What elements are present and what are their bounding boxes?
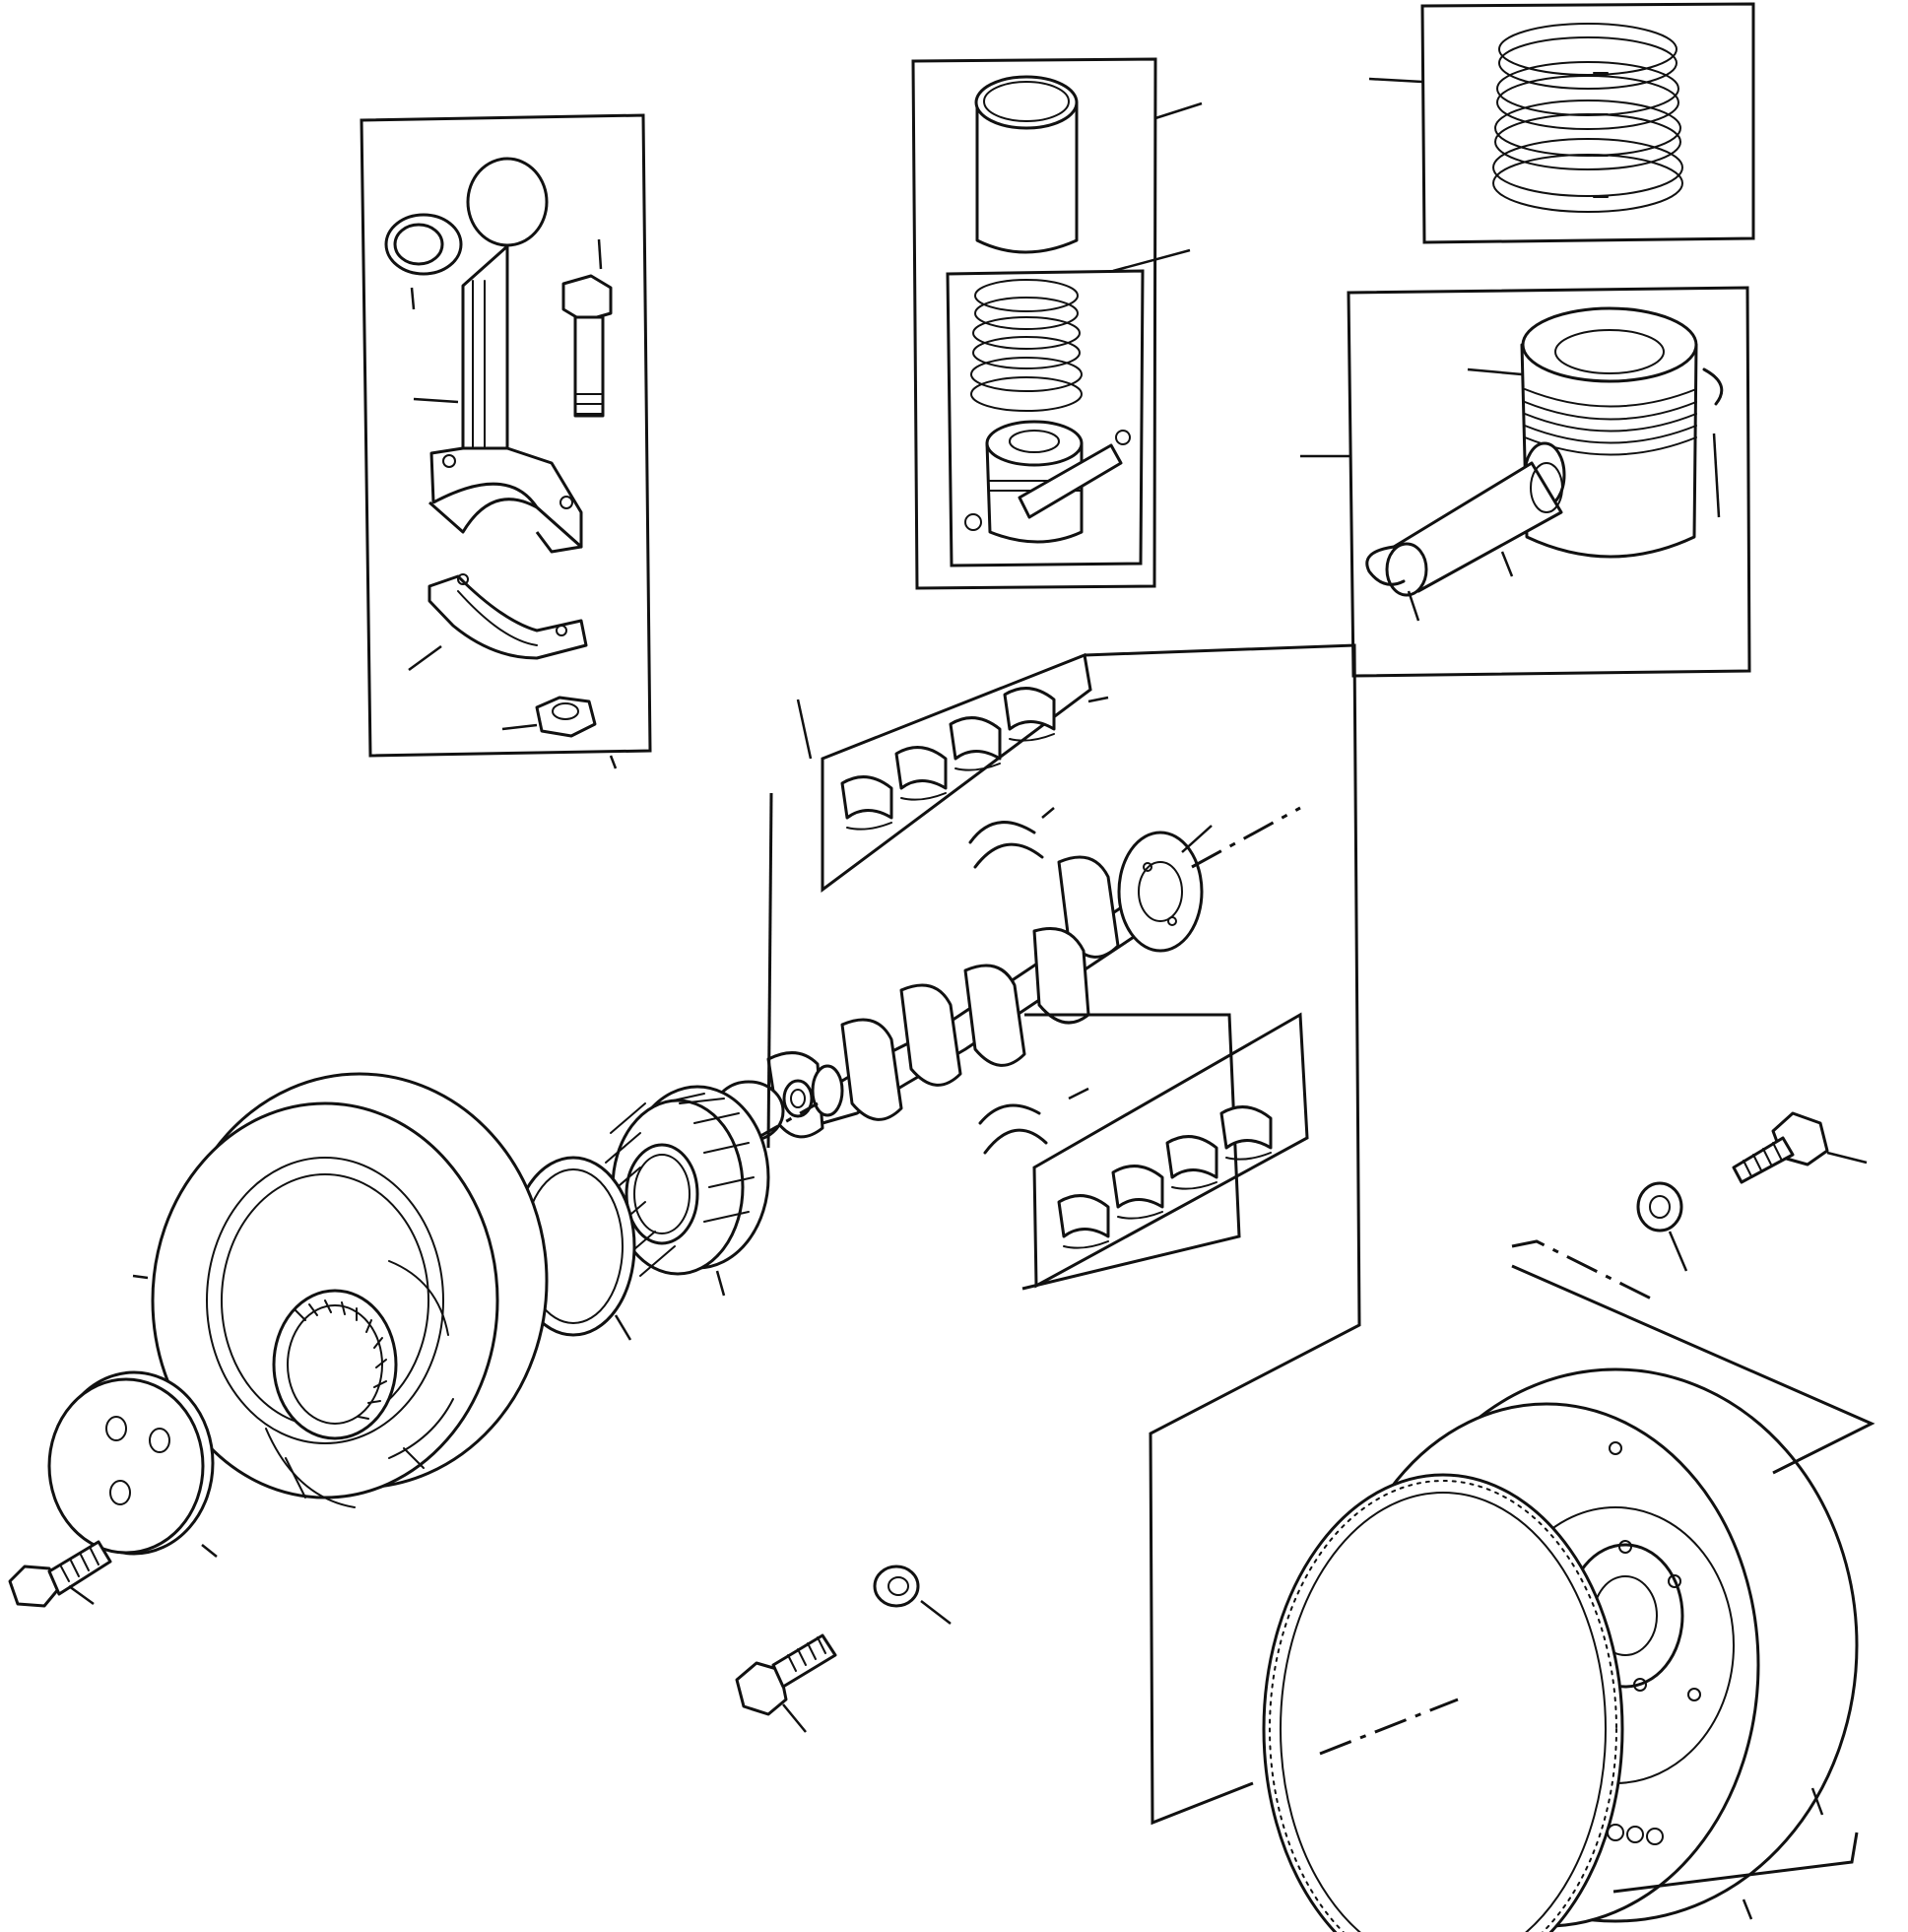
flywheel-with-ring-gear: [1262, 1239, 1875, 1932]
snap-ring-icon: [1365, 367, 1724, 586]
rod-nut-icon: [535, 696, 597, 738]
flywheel-washer: [1636, 1181, 1688, 1272]
piston-pin-icon: [1385, 461, 1563, 597]
gear-icon: [605, 1085, 770, 1277]
piston-rings-icon: [1492, 23, 1683, 213]
main-bearing-lower-icon: [1057, 1105, 1273, 1249]
rod-cap-icon: [428, 573, 588, 660]
lower-main-bearings: [978, 1012, 1309, 1289]
cylinder-liner-and-piston-kit: [911, 57, 1203, 590]
piston-box: [1347, 286, 1751, 678]
washer-icon: [1636, 1181, 1683, 1232]
piston-rings-box: [1420, 2, 1755, 244]
thrust-washer-upper-icon: [968, 821, 1044, 869]
piston-small-icon: [964, 420, 1131, 544]
piston-with-pin: [1300, 286, 1751, 678]
upper-main-bearings: [796, 652, 1109, 893]
crankshaft-icon: [712, 831, 1204, 1143]
rod-bolt-icon: [561, 274, 613, 418]
flywheel-bolt: [1732, 1111, 1868, 1184]
connecting-rod-icon: [384, 157, 583, 554]
dowel-pin: [735, 1633, 837, 1733]
main-bearing-icon: [840, 687, 1056, 831]
connecting-rod-box: [360, 113, 652, 758]
crankshaft: [712, 806, 1301, 1145]
flywheel-axis-line: [1319, 1698, 1459, 1756]
pulley-washer-plate: [47, 1370, 218, 1558]
piston-icon: [1520, 306, 1698, 559]
bolt-right-icon: [1732, 1111, 1829, 1184]
connecting-rod-group: [360, 113, 652, 769]
piston-kit-inner-box: [946, 269, 1145, 567]
plate-icon: [47, 1370, 215, 1556]
lower-bearing-box: [1032, 1012, 1309, 1289]
piston-rings-small-icon: [970, 279, 1083, 412]
liner-kit-outer-box: [911, 57, 1157, 590]
thrust-washer-lower-icon: [978, 1103, 1048, 1155]
pulley-bolt: [8, 1540, 112, 1608]
crank-axis-line-rear: [1191, 806, 1301, 869]
bolt-icon: [8, 1540, 112, 1608]
lock-washer-icon: [873, 1565, 920, 1608]
crankshaft-gear: [605, 1085, 770, 1297]
liner-pipe-icon: [974, 75, 1079, 254]
lock-washer: [873, 1565, 952, 1625]
piston-ring-set: [1368, 2, 1755, 244]
crankshaft-pulley: [132, 1072, 549, 1508]
stud-icon: [735, 1633, 837, 1716]
pulley-icon: [151, 1072, 549, 1508]
ring-gear-icon: [1262, 1473, 1624, 1932]
upper-bearing-box: [821, 652, 1092, 893]
bolt-axis-line: [1511, 1239, 1656, 1302]
